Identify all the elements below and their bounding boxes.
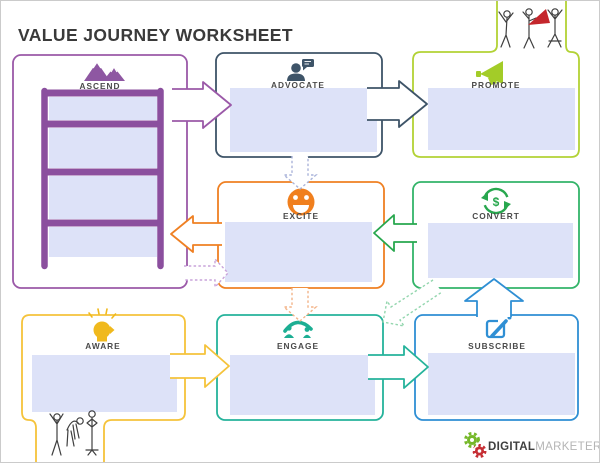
stage-label-aware: AWARE — [85, 341, 120, 351]
ladder-write-field — [49, 227, 157, 257]
digitalmarketer-logo: DIGITALMARKETER — [463, 431, 600, 462]
dollar-refresh-icon: $ — [481, 187, 511, 215]
arrow-excite-to-ascend — [170, 215, 222, 253]
arrow-subscribe-to-convert — [464, 278, 524, 317]
ladder-write-field — [49, 128, 157, 168]
write-field-promote — [428, 88, 575, 150]
stage-box-promote: PROMOTE — [412, 1, 580, 158]
write-field-engage — [230, 355, 375, 415]
stage-box-convert: $ CONVERT — [412, 181, 580, 289]
red-megaphone-icon — [528, 9, 550, 25]
stage-box-engage: ENGAGE — [216, 314, 384, 421]
person-speech-icon — [287, 59, 314, 81]
stage-box-aware: AWARE — [21, 308, 186, 462]
stage-label-subscribe: SUBSCRIBE — [468, 341, 526, 351]
gear-logo-icon — [463, 431, 489, 462]
edit-square-icon — [485, 315, 512, 339]
stage-box-advocate: ADVOCATE — [215, 52, 383, 158]
idea-head-icon — [88, 308, 117, 342]
stage-label-advocate: ADVOCATE — [271, 80, 325, 90]
arrow-aware-to-engage — [170, 344, 230, 388]
stage-label-convert: CONVERT — [472, 211, 520, 221]
stage-label-excite: EXCITE — [283, 211, 319, 221]
arrow-advocate-to-excite-dashed — [282, 156, 318, 190]
stage-box-subscribe: SUBSCRIBE — [414, 314, 579, 421]
write-field-advocate — [230, 88, 377, 152]
stage-box-excite: EXCITE — [217, 181, 385, 289]
celebrating-stick-figures — [498, 8, 563, 49]
logo-text: DIGITALMARKETER — [488, 441, 600, 453]
arrow-convert-to-engage-dashed — [382, 279, 443, 327]
stage-label-promote: PROMOTE — [472, 80, 521, 90]
ladder-write-field — [49, 176, 157, 219]
megaphone-icon — [476, 61, 503, 85]
svg-text:$: $ — [493, 195, 500, 209]
mountains-icon — [84, 60, 125, 81]
ladder — [41, 87, 164, 270]
arrow-engage-to-subscribe — [368, 345, 429, 389]
people-arc-icon — [283, 320, 313, 338]
page-title: VALUE JOURNEY WORKSHEET — [18, 25, 293, 45]
arrow-ascend-to-excite-dashed — [184, 257, 229, 289]
write-field-aware — [32, 355, 177, 412]
arrow-ascend-to-advocate — [172, 81, 232, 129]
write-field-subscribe — [428, 353, 575, 415]
smiley-icon — [287, 188, 315, 216]
observing-stick-figures — [49, 410, 99, 456]
arrow-excite-to-engage-dashed — [282, 288, 318, 322]
arrow-convert-to-excite — [373, 214, 417, 252]
stage-label-engage: ENGAGE — [277, 341, 319, 351]
ladder-write-field — [49, 97, 157, 120]
write-field-convert — [428, 223, 573, 278]
stage-label-ascend: ASCEND — [79, 81, 120, 91]
arrow-advocate-to-promote — [367, 80, 428, 128]
write-field-excite — [225, 222, 372, 282]
stage-box-ascend: ASCEND — [12, 54, 188, 289]
